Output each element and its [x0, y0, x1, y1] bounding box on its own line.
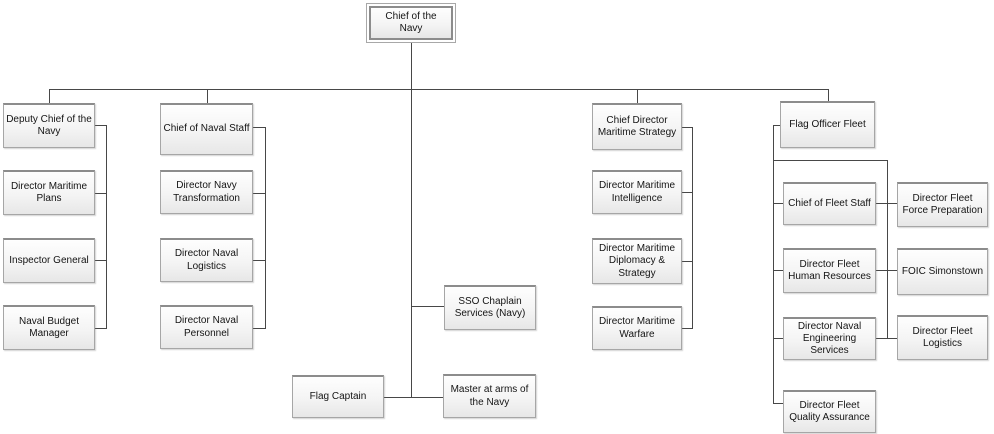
connector-stub: [95, 125, 106, 126]
connector-stub: [682, 328, 692, 329]
org-node-chief-of-the-navy[interactable]: Chief of the Navy: [366, 3, 456, 43]
connector-stub: [682, 192, 692, 193]
connector-stub: [253, 193, 265, 194]
connector-drop-flag-officer-fleet: [828, 89, 829, 102]
org-node-flag-officer-fleet[interactable]: Flag Officer Fleet: [780, 101, 875, 148]
connector-stub: [95, 328, 106, 329]
org-node-chief-of-naval-staff[interactable]: Chief of Naval Staff: [160, 103, 253, 155]
org-node-sso-chaplain-services[interactable]: SSO Chaplain Services (Navy): [444, 285, 536, 330]
connector-flag-captain-master: [384, 397, 443, 398]
org-node-director-naval-logistics[interactable]: Director Naval Logistics: [160, 238, 253, 282]
connector-fleet-elbow: [773, 125, 780, 126]
connector-drop-deputy: [49, 89, 50, 104]
connector-left-rail: [106, 125, 107, 329]
connector-stub: [773, 270, 783, 271]
connector-stub: [876, 203, 897, 204]
org-node-chief-director-maritime-strategy[interactable]: Chief Director Maritime Strategy: [592, 103, 682, 150]
connector-drop-maritime-strategy: [637, 89, 638, 104]
org-node-deputy-chief-of-the-navy[interactable]: Deputy Chief of the Navy: [3, 103, 95, 148]
org-node-director-fleet-human-resources[interactable]: Director Fleet Human Resources: [783, 248, 876, 293]
org-node-director-fleet-quality-assurance[interactable]: Director Fleet Quality Assurance: [783, 390, 876, 433]
connector-stub: [876, 338, 897, 339]
connector-stub: [95, 193, 106, 194]
org-node-director-naval-engineering-services[interactable]: Director Naval Engineering Services: [783, 317, 876, 360]
org-node-inspector-general[interactable]: Inspector General: [3, 238, 95, 283]
connector-stub: [773, 338, 783, 339]
org-node-flag-captain[interactable]: Flag Captain: [292, 375, 384, 418]
org-node-director-maritime-warfare[interactable]: Director Maritime Warfare: [592, 306, 682, 350]
org-node-director-maritime-plans[interactable]: Director Maritime Plans: [3, 170, 95, 215]
connector-stub: [253, 127, 265, 128]
org-node-chief-of-fleet-staff[interactable]: Chief of Fleet Staff: [783, 182, 876, 225]
org-node-director-fleet-logistics[interactable]: Director Fleet Logistics: [897, 315, 988, 360]
org-node-director-maritime-diplomacy-strategy[interactable]: Director Maritime Diplomacy & Strategy: [592, 238, 682, 284]
org-node-director-fleet-force-preparation[interactable]: Director Fleet Force Preparation: [897, 182, 988, 227]
org-node-master-at-arms[interactable]: Master at arms of the Navy: [443, 374, 536, 418]
connector-drop-naval-staff: [207, 89, 208, 104]
org-node-director-maritime-intelligence[interactable]: Director Maritime Intelligence: [592, 170, 682, 214]
connector-fleet-branch: [773, 160, 887, 161]
connector-stub: [95, 260, 106, 261]
connector-main-horizontal: [49, 89, 829, 90]
connector-stub: [876, 270, 897, 271]
connector-stub: [773, 203, 783, 204]
org-node-director-naval-personnel[interactable]: Director Naval Personnel: [160, 305, 253, 349]
connector-fleet-rail: [773, 125, 774, 404]
org-node-naval-budget-manager[interactable]: Naval Budget Manager: [3, 305, 95, 350]
connector-center-vertical: [411, 43, 412, 398]
connector-stub: [773, 403, 783, 404]
connector-naval-staff-rail: [265, 127, 266, 329]
connector-stub: [253, 328, 265, 329]
connector-maritime-strategy-rail: [692, 127, 693, 329]
connector-stub: [253, 260, 265, 261]
org-node-director-navy-transformation[interactable]: Director Navy Transformation: [160, 170, 253, 214]
org-node-foic-simonstown[interactable]: FOIC Simonstown: [897, 248, 988, 295]
connector-stub: [682, 261, 692, 262]
connector-sso-chaplain: [412, 306, 444, 307]
connector-stub: [682, 127, 692, 128]
connector-fleet-right-rail: [887, 160, 888, 339]
